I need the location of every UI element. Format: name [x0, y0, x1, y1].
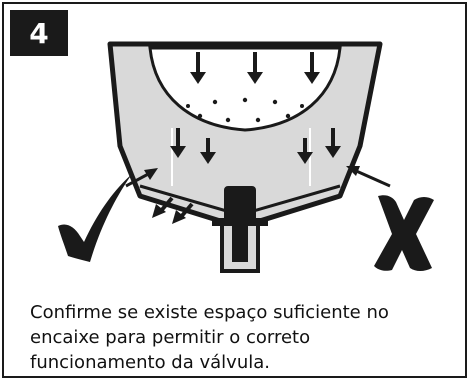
valve-flange — [212, 218, 268, 226]
valve-stem — [232, 222, 248, 262]
step-number-badge: 4 — [10, 10, 68, 56]
checkmark-icon — [58, 174, 132, 262]
flow-arrows-top — [190, 52, 320, 84]
flow-arrows-middle — [170, 128, 341, 164]
water-holes — [186, 97, 304, 123]
x-mark-icon — [374, 195, 434, 271]
exit-arrows — [152, 196, 194, 224]
instruction-caption: Confirme se existe espaço suficiente no … — [30, 302, 389, 373]
left-pointer — [125, 168, 158, 188]
valve-diagram — [58, 41, 434, 273]
valve-body — [224, 186, 256, 222]
right-pointer — [346, 166, 391, 188]
channel-walls — [171, 128, 311, 186]
